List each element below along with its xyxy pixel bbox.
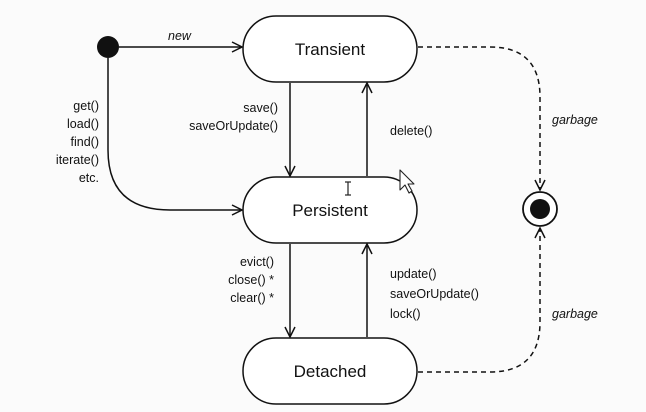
- evict-method-label: close() *: [228, 273, 274, 287]
- evict-method-label: evict(): [240, 255, 274, 269]
- save-method-label: save(): [243, 101, 278, 115]
- evict-methods-list: evict() close() * clear() *: [228, 255, 274, 305]
- reattach-methods-list: update() saveOrUpdate() lock(): [390, 267, 479, 321]
- persistent-state-label: Persistent: [292, 201, 368, 220]
- garbage-top-transition-arrow: [418, 46, 540, 190]
- finder-method-label: get(): [73, 99, 99, 113]
- finder-method-label: load(): [67, 117, 99, 131]
- detached-state-label: Detached: [294, 362, 367, 381]
- transient-state-label: Transient: [295, 40, 366, 59]
- finder-method-label: etc.: [79, 171, 99, 185]
- delete-method-label: delete(): [390, 124, 432, 138]
- finder-method-label: find(): [71, 135, 99, 149]
- finder-transition-arrow: [107, 58, 242, 210]
- save-method-label: saveOrUpdate(): [189, 119, 278, 133]
- finder-methods-list: get() load() find() iterate() etc.: [56, 99, 99, 185]
- transient-state: [242, 15, 418, 83]
- initial-state-dot: [97, 36, 119, 58]
- garbage-bottom-label: garbage: [552, 307, 598, 321]
- save-methods-list: save() saveOrUpdate(): [189, 101, 278, 133]
- garbage-top-label: garbage: [552, 113, 598, 127]
- text-cursor-icon: [345, 181, 351, 196]
- garbage-bottom-transition-arrow: [418, 228, 540, 373]
- evict-method-label: clear() *: [230, 291, 274, 305]
- persistent-state: [242, 176, 418, 244]
- reattach-method-label: update(): [390, 267, 437, 281]
- finder-method-label: iterate(): [56, 153, 99, 167]
- mouse-pointer-icon: [399, 169, 415, 194]
- reattach-method-label: lock(): [390, 307, 421, 321]
- detached-state: [242, 337, 418, 405]
- final-state-dot: [530, 199, 550, 219]
- reattach-method-label: saveOrUpdate(): [390, 287, 479, 301]
- new-transition-label: new: [168, 29, 192, 43]
